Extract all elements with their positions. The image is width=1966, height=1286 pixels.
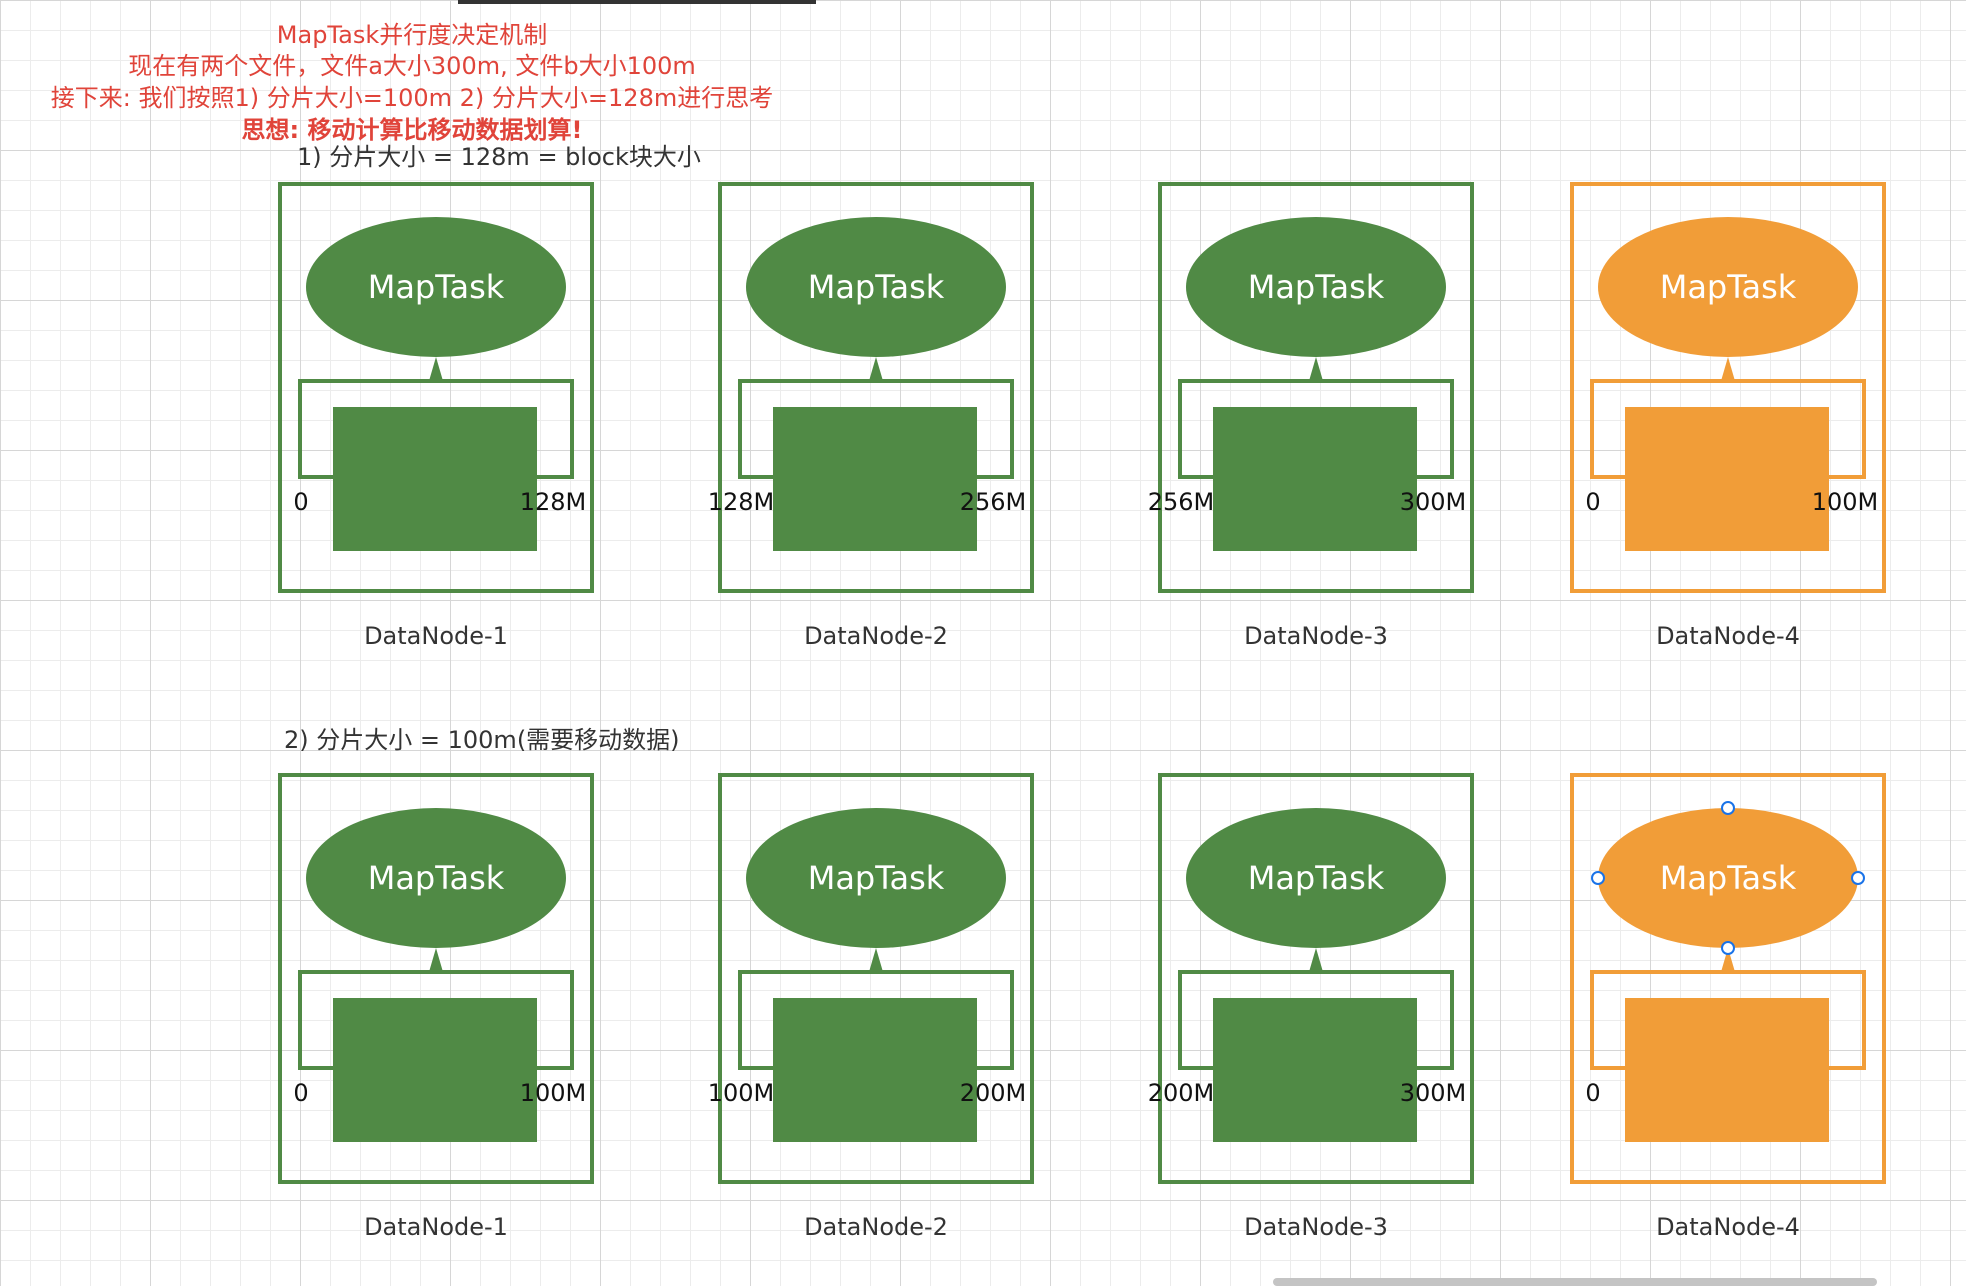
datanode-name: DataNode-3 (1244, 622, 1388, 650)
split-end-label: 100M (1812, 488, 1879, 516)
maptask-ellipse (1598, 217, 1858, 357)
arrow-head (429, 948, 443, 972)
split-end-label: 200M (960, 1079, 1027, 1107)
datanode-name: DataNode-4 (1656, 622, 1800, 650)
split-start-label: 256M (1148, 488, 1215, 516)
header-file-info: 现在有两个文件，文件a大小300m, 文件b大小100m (128, 52, 696, 80)
section-1-label: 1) 分片大小 = 128m = block块大小 (297, 143, 701, 171)
data-block (1625, 407, 1829, 551)
data-block (1625, 998, 1829, 1142)
datanode-group-1-3: MapTask 256M 300M DataNode-3 (1148, 182, 1474, 650)
datanode-name: DataNode-1 (364, 1213, 508, 1241)
datanode-frame (278, 773, 594, 1184)
maptask-label: MapTask (1248, 268, 1385, 306)
split-start-label: 100M (708, 1079, 775, 1107)
data-block (773, 407, 977, 551)
maptask-label: MapTask (1248, 859, 1385, 897)
split-end-label: 300M (1400, 1079, 1467, 1107)
section-2-label: 2) 分片大小 = 100m(需要移动数据) (284, 726, 680, 754)
maptask-ellipse (306, 808, 566, 948)
split-start-label: 0 (293, 1079, 308, 1107)
datanode-group-2-1: MapTask 0 100M DataNode-1 (278, 773, 594, 1241)
datanode-name: DataNode-2 (804, 1213, 948, 1241)
maptask-ellipse (1186, 808, 1446, 948)
datanode-frame (718, 773, 1034, 1184)
datanode-name: DataNode-3 (1244, 1213, 1388, 1241)
header-plan: 接下来: 我们按照1) 分片大小=100m 2) 分片大小=128m进行思考 (50, 84, 774, 112)
maptask-label: MapTask (808, 268, 945, 306)
datanode-group-1-1: MapTask 0 128M DataNode-1 (278, 182, 594, 650)
data-block (333, 998, 537, 1142)
datanode-name: DataNode-4 (1656, 1213, 1800, 1241)
datanode-group-1-4: MapTask 0 100M DataNode-4 (1570, 182, 1886, 650)
selection-handle[interactable] (1721, 801, 1735, 815)
datanode-frame (1570, 773, 1886, 1184)
maptask-label: MapTask (1660, 268, 1797, 306)
maptask-label: MapTask (368, 268, 505, 306)
datanode-group-2-3: MapTask 200M 300M DataNode-3 (1148, 773, 1474, 1241)
data-block (773, 998, 977, 1142)
split-start-label: 0 (293, 488, 308, 516)
split-start-label: 0 (1585, 488, 1600, 516)
arrow-head (1309, 948, 1323, 972)
datanode-frame (278, 182, 594, 593)
split-end-label: 256M (960, 488, 1027, 516)
arrow-head (869, 357, 883, 381)
selection-handle[interactable] (1721, 941, 1735, 955)
datanode-group-1-2: MapTask 128M 256M DataNode-2 (708, 182, 1034, 650)
header-title: MapTask并行度决定机制 (276, 21, 548, 49)
window-tab-bar (458, 0, 816, 4)
arrow-head (1309, 357, 1323, 381)
split-start-label: 200M (1148, 1079, 1215, 1107)
split-end-label: 300M (1400, 488, 1467, 516)
datanode-frame (1158, 182, 1474, 593)
arrow-head (1721, 948, 1735, 972)
datanode-group-2-2: MapTask 100M 200M DataNode-2 (708, 773, 1034, 1241)
split-end-label: 100M (520, 1079, 587, 1107)
maptask-ellipse (746, 217, 1006, 357)
data-block (1213, 998, 1417, 1142)
arrow-head (429, 357, 443, 381)
datanode-name: DataNode-2 (804, 622, 948, 650)
arrow-head (869, 948, 883, 972)
horizontal-scrollbar[interactable] (1273, 1278, 1877, 1286)
maptask-ellipse (306, 217, 566, 357)
maptask-ellipse (746, 808, 1006, 948)
arrow-head (1721, 357, 1735, 381)
datanode-name: DataNode-1 (364, 622, 508, 650)
data-block (333, 407, 537, 551)
maptask-ellipse (1186, 217, 1446, 357)
maptask-ellipse (1598, 808, 1858, 948)
maptask-label: MapTask (808, 859, 945, 897)
selection-handle[interactable] (1591, 871, 1605, 885)
maptask-label: MapTask (368, 859, 505, 897)
split-start-label: 0 (1585, 1079, 1600, 1107)
split-start-label: 128M (708, 488, 775, 516)
datanode-frame (1570, 182, 1886, 593)
datanode-frame (1158, 773, 1474, 1184)
maptask-label: MapTask (1660, 859, 1797, 897)
split-end-label: 128M (520, 488, 587, 516)
selection-handle[interactable] (1851, 871, 1865, 885)
data-block (1213, 407, 1417, 551)
header-idea: 思想: 移动计算比移动数据划算! (241, 116, 583, 144)
datanode-frame (718, 182, 1034, 593)
